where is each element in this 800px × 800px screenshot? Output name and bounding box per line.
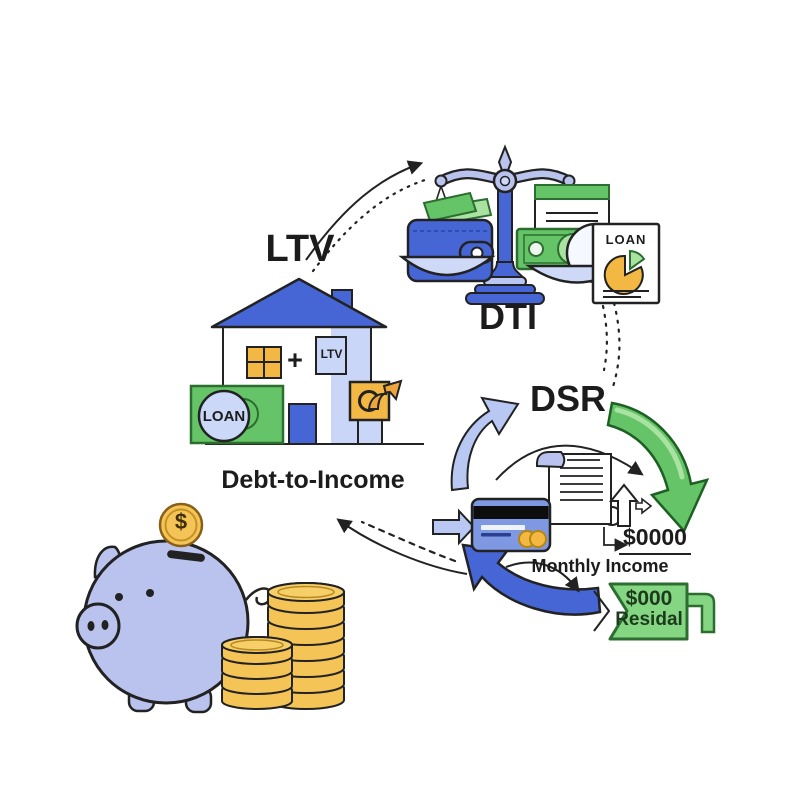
outline-up-arrow-icon [608, 483, 640, 527]
debt-to-income-caption: Debt-to-Income [221, 466, 405, 494]
dashed-link-dti-to-dsr [601, 301, 621, 392]
coin-stack-icon [221, 582, 345, 710]
piggy-eye [115, 593, 123, 601]
thin-arrow-to-residual [505, 561, 580, 593]
residual-tag-icon [593, 582, 716, 641]
card-line [481, 525, 525, 530]
ltv-heading: LTV [265, 228, 335, 270]
base-disc-3 [465, 292, 545, 305]
pie-slice [629, 249, 646, 271]
piggy-nostril [87, 621, 95, 631]
dashed-arrow-to-piggy [360, 520, 457, 563]
coin-inner-ring [164, 508, 198, 542]
loan-banner-icon [189, 384, 285, 445]
input-arrow-icon [432, 508, 476, 546]
dashed-curved-arrow [311, 177, 430, 273]
cycle-arrow-light-blue [450, 396, 520, 492]
house-ltv-box-label: LTV [320, 347, 343, 361]
tag-banner [608, 582, 689, 641]
scroll-lines [560, 459, 603, 501]
tag-hook [685, 592, 716, 634]
piggy-eye [146, 589, 154, 597]
growth-arrow-icon [348, 379, 403, 422]
thin-cycle-arc [495, 444, 644, 481]
short-coin-stack [221, 636, 293, 710]
bent-arrow-icon [603, 527, 629, 552]
card-logo-circle [529, 530, 547, 548]
monthly-amount: $0000 [619, 525, 691, 556]
loan-document-icon [591, 222, 661, 305]
ltv-box [315, 336, 347, 375]
document-header [534, 184, 610, 200]
scroll-icon [533, 451, 622, 526]
money-bill-icon [422, 191, 478, 223]
cycle-arrow-green [606, 401, 710, 534]
cycle-arrow-dark-blue [461, 543, 602, 616]
dti-heading: DTI [479, 296, 537, 337]
scroll-top-curl [535, 451, 566, 469]
thin-arrow-to-piggy [336, 518, 468, 575]
window-icon [246, 346, 282, 379]
piggy-bank-icon [75, 502, 272, 714]
outline-flow-arrows [603, 483, 653, 552]
piggy-tail [245, 587, 272, 606]
left-pan [398, 255, 496, 277]
card-magnetic-stripe [473, 506, 549, 519]
beam-hub-center [499, 175, 511, 187]
green-arrow-highlight [614, 407, 685, 480]
loan-card-lines [603, 290, 649, 298]
dsr-cycle-arrows [336, 396, 710, 616]
coin-dollar-symbol: $ [174, 509, 188, 534]
residual-amount: $000 [625, 587, 673, 610]
dashed-curve [610, 301, 621, 392]
curved-arrow [305, 160, 424, 261]
monthly-income-label: Monthly Income [531, 556, 669, 576]
plus-sign: + [287, 345, 303, 375]
house-loan-banner-label: LOAN [202, 408, 246, 425]
roof [210, 277, 388, 329]
chevron-icon [593, 590, 611, 632]
residual-label: Residal [615, 609, 683, 630]
coin-slot [167, 550, 205, 562]
dashed-curve [601, 304, 608, 372]
arrow-ltv-to-scale [305, 160, 430, 273]
piggy-snout [75, 602, 121, 650]
loan-document-label: LOAN [605, 232, 647, 247]
banknote-small-circle [528, 241, 544, 257]
pedestal [357, 419, 383, 445]
house-icon [189, 277, 424, 445]
balance-scale-icon [398, 144, 630, 305]
dsr-heading: DSR [529, 378, 606, 419]
piggy-nostril [101, 620, 109, 630]
credit-card-icon [470, 497, 552, 553]
small-right-arrow-icon [635, 497, 653, 515]
door-icon [288, 403, 317, 445]
beam-curl-left [434, 174, 448, 188]
card-line [481, 533, 511, 537]
